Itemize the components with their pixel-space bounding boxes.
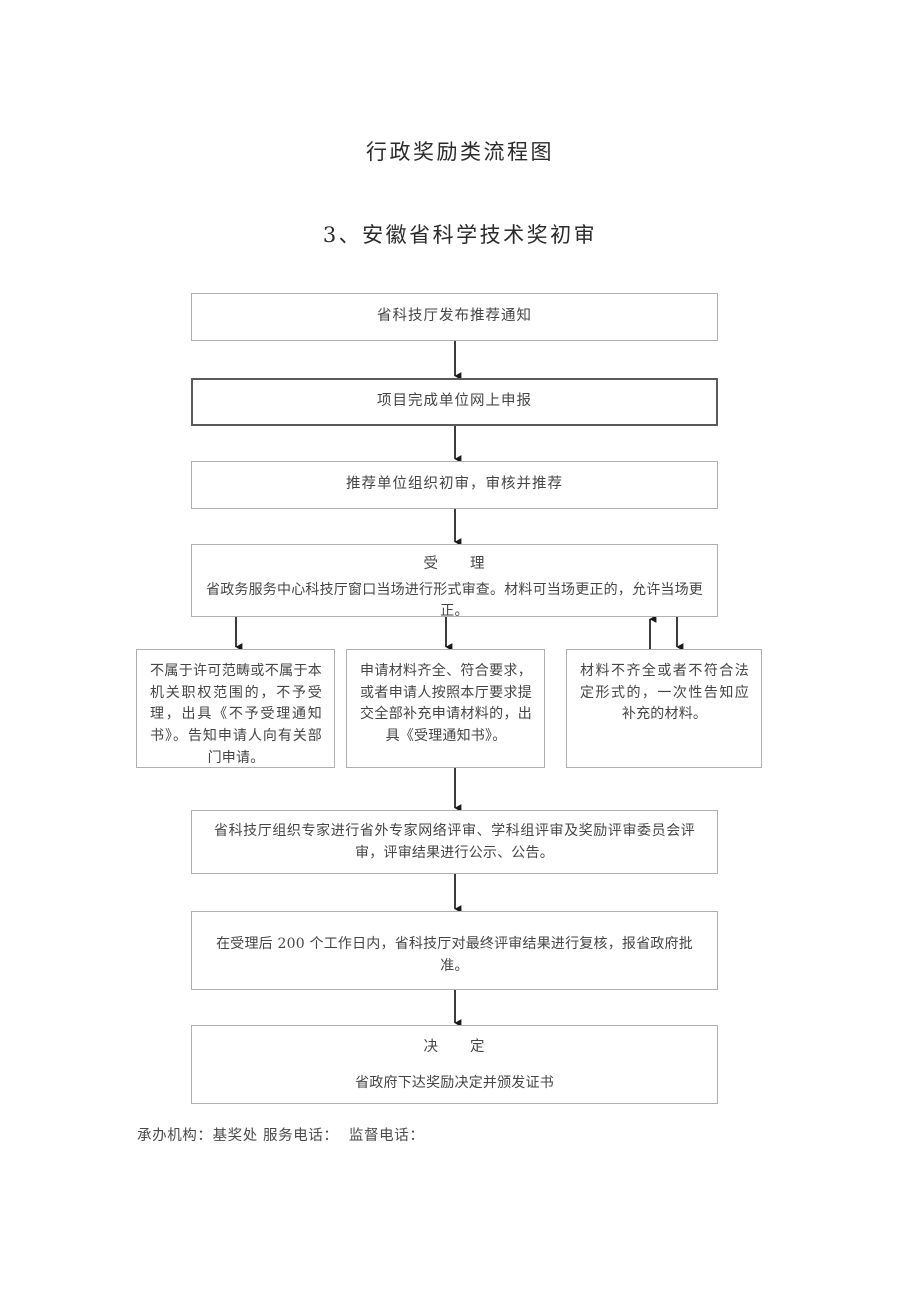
page-title: 行政奖励类流程图 [366, 140, 554, 164]
page-subtitle: 3、安徽省科学技术奖初审 [322, 223, 598, 247]
node-description: 省政府下达奖励决定并颁发证书 [355, 1074, 554, 1091]
node-description: 材料不齐全或者不符合法定形式的，一次性告知应补充的材料。 [580, 663, 749, 723]
node-not-accepted: 不属于许可范畴或不属于本机关职权范围的，不予受理，出具《不予受理通知书》。告知申… [136, 649, 335, 768]
node-label: 省科技厅发布推荐通知 [377, 308, 532, 325]
node-description: 申请材料齐全、符合要求，或者申请人按照本厅要求提交全部补充申请材料的，出具《受理… [360, 663, 532, 745]
node-expert-review: 省科技厅组织专家进行省外专家网络评审、学科组评审及奖励评审委员会评审，评审结果进… [191, 810, 718, 874]
footer-contact-info: 承办机构：基奖处 服务电话： 监督电话： [137, 1128, 425, 1144]
node-label: 推荐单位组织初审，审核并推荐 [346, 476, 563, 493]
node-acceptance: 受 理 省政务服务中心科技厅窗口当场进行形式审查。材料可当场更正的，允许当场更正… [191, 544, 718, 619]
node-description: 省政务服务中心科技厅窗口当场进行形式审查。材料可当场更正的，允许当场更正。 [206, 581, 703, 620]
node-label: 项目完成单位网上申报 [377, 393, 532, 410]
node-recommending-unit-preliminary-review: 推荐单位组织初审，审核并推荐 [191, 461, 718, 509]
node-accepted: 申请材料齐全、符合要求，或者申请人按照本厅要求提交全部补充申请材料的，出具《受理… [346, 649, 545, 768]
node-supplement-required: 材料不齐全或者不符合法定形式的，一次性告知应补充的材料。 [566, 649, 762, 768]
node-description: 在受理后 200 个工作日内，省科技厅对最终评审结果进行复核，报省政府批准。 [216, 936, 693, 974]
flow-connectors [0, 280, 920, 1120]
node-decision: 决 定 省政府下达奖励决定并颁发证书 [191, 1025, 718, 1104]
node-online-declaration: 项目完成单位网上申报 [191, 378, 718, 426]
node-heading: 决 定 [423, 1039, 486, 1055]
node-publish-recommendation-notice: 省科技厅发布推荐通知 [191, 293, 718, 341]
node-final-recheck: 在受理后 200 个工作日内，省科技厅对最终评审结果进行复核，报省政府批准。 [191, 911, 718, 990]
node-description: 省科技厅组织专家进行省外专家网络评审、学科组评审及奖励评审委员会评审，评审结果进… [214, 823, 695, 861]
node-description: 不属于许可范畴或不属于本机关职权范围的，不予受理，出具《不予受理通知书》。告知申… [150, 663, 322, 766]
node-heading: 受 理 [423, 556, 486, 572]
